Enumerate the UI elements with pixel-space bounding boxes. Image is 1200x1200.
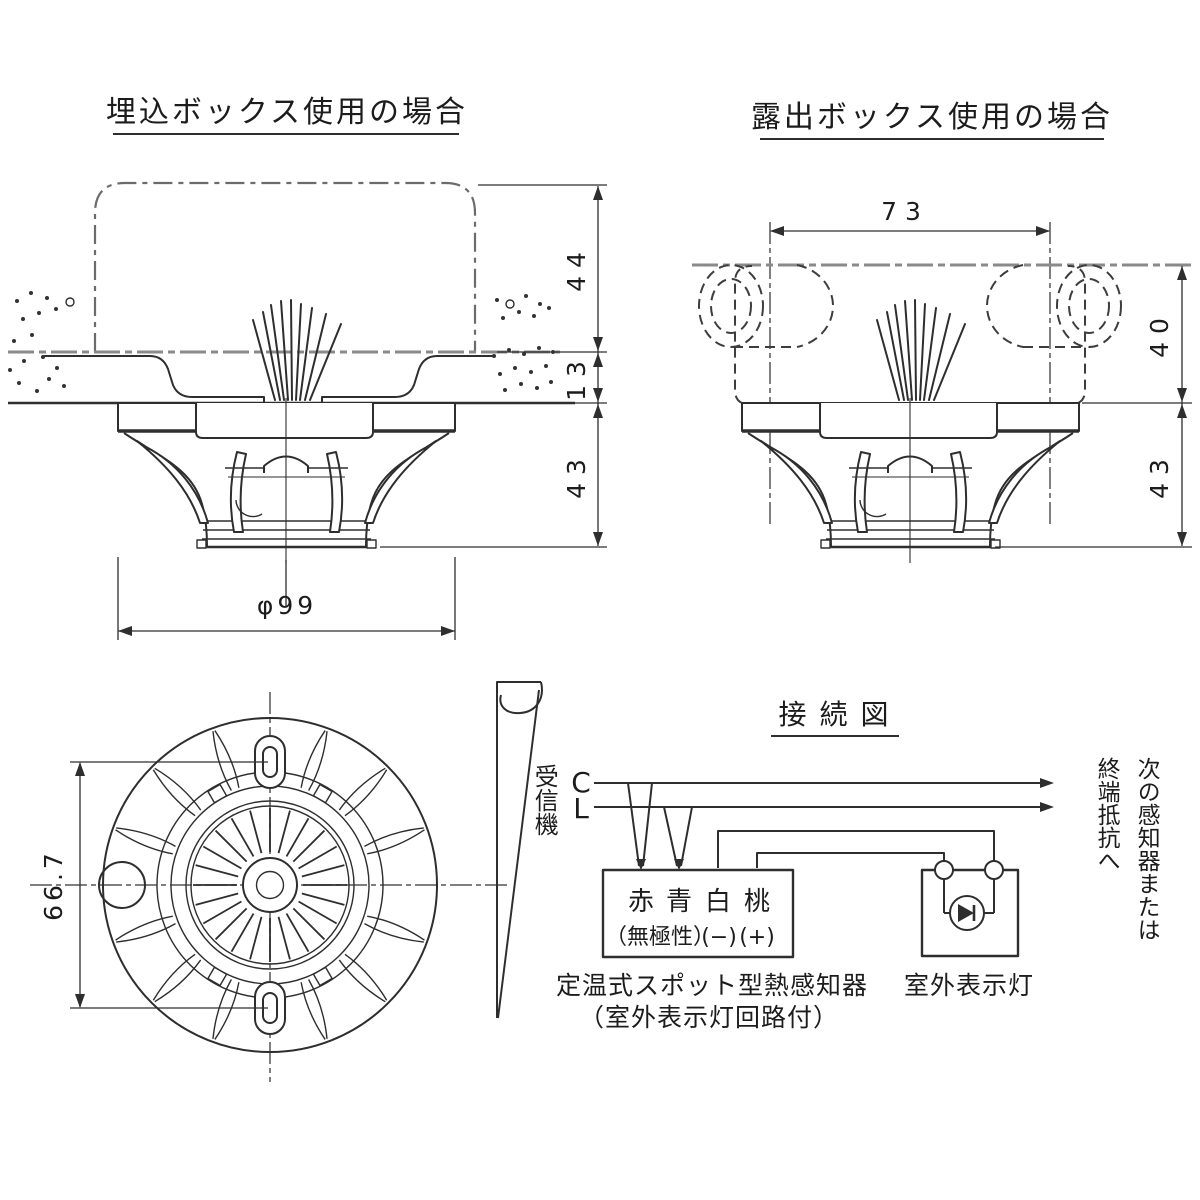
plaster-speckles-left bbox=[8, 291, 75, 393]
center-hub bbox=[242, 857, 298, 913]
heat-detector-side-view bbox=[116, 396, 457, 565]
dimension-66-7: 66.7 bbox=[39, 761, 268, 1009]
plaster-speckles-right bbox=[492, 294, 555, 392]
dim-detector-height: 43 bbox=[1145, 451, 1174, 499]
embedded-view-title: 埋込ボックス使用の場合 bbox=[106, 95, 468, 130]
receiver-flag bbox=[496, 681, 543, 1019]
detector-bottom-view: 66.7 bbox=[30, 692, 510, 1082]
terminal-blue: 青 bbox=[666, 887, 692, 917]
dim-box-height: 44 bbox=[562, 244, 591, 292]
dim-ceiling-thickness: 13 bbox=[562, 353, 591, 401]
terminal-pink: 桃 bbox=[744, 887, 770, 917]
wiring bbox=[594, 778, 1054, 870]
destination-label-line2: 終端抵抗へ bbox=[1093, 757, 1120, 872]
dimension-diameter: φ99 bbox=[117, 557, 456, 640]
embedded-box-view: 埋込ボックス使用の場合 bbox=[8, 95, 607, 640]
detector-terminal-box bbox=[601, 868, 795, 959]
polarity-nonpolar: （無極性） bbox=[605, 925, 715, 950]
ceiling-flange-right bbox=[321, 355, 493, 403]
line-l-label: L bbox=[573, 792, 589, 825]
line-c-label: C bbox=[571, 766, 591, 799]
receiver-label: 受信機 bbox=[530, 764, 559, 836]
detector-caption-line1: 定温式スポット型熱感知器 bbox=[556, 971, 868, 1000]
connection-title: 接続図 bbox=[778, 698, 901, 731]
heat-detector-side-view bbox=[740, 396, 1081, 565]
dimension-73: 73 bbox=[770, 197, 1050, 236]
embedded-box-outline bbox=[93, 181, 477, 352]
terminal-red: 赤 bbox=[628, 887, 654, 917]
outer-rim-circle bbox=[102, 717, 438, 1053]
fin-disc-outer bbox=[185, 800, 355, 970]
dim-box-pitch: 73 bbox=[881, 197, 929, 226]
polarity-plus: (+) bbox=[739, 925, 775, 950]
dim-diameter: φ99 bbox=[257, 591, 317, 620]
exposed-box-view: 露出ボックス使用の場合 73 bbox=[692, 100, 1196, 565]
detector-caption-line2: （室外表示灯回路付） bbox=[579, 1003, 839, 1032]
side-hole bbox=[98, 861, 146, 909]
connection-diagram: 接続図 C L 赤 青 白 bbox=[496, 681, 1054, 1032]
indicator-lamp bbox=[920, 860, 1020, 958]
fin-disc-inner bbox=[190, 805, 350, 965]
dim-box-height: 40 bbox=[1145, 310, 1174, 358]
wiring-leads bbox=[252, 299, 342, 401]
lamp-terminal-right bbox=[984, 860, 1004, 880]
destination-label-line1: 次の感知器または bbox=[1133, 757, 1160, 941]
terminal-white: 白 bbox=[705, 887, 731, 917]
lamp-terminal-left bbox=[934, 860, 954, 880]
exposed-box-outline bbox=[698, 264, 1122, 404]
ceiling-flange-left bbox=[44, 355, 265, 403]
exposed-view-title: 露出ボックス使用の場合 bbox=[751, 100, 1113, 135]
center-hole bbox=[255, 870, 285, 900]
lamp-caption: 室外表示灯 bbox=[904, 971, 1034, 1000]
dimension-44-13-43: 44 13 43 bbox=[380, 184, 607, 548]
dim-slot-pitch: 66.7 bbox=[39, 849, 68, 921]
dimension-40-43: 40 43 bbox=[995, 266, 1192, 548]
polarity-minus: (−) bbox=[701, 925, 737, 950]
wiring-leads bbox=[876, 299, 966, 401]
dim-detector-height: 43 bbox=[562, 451, 591, 499]
